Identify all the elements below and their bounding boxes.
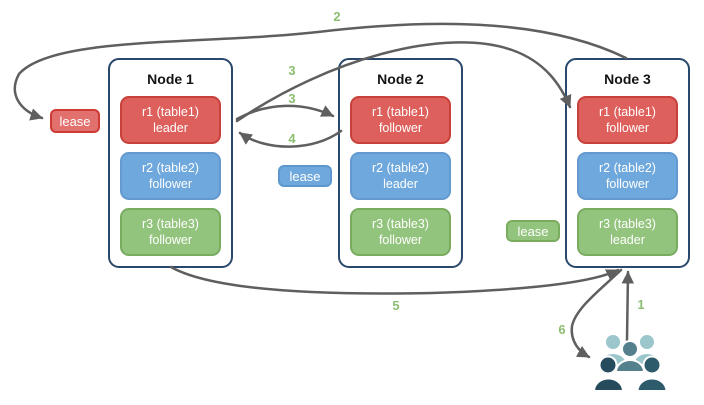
arrow-step5-node1-to-node3 (169, 265, 620, 295)
replica-name: r1 (table1) (372, 105, 429, 119)
node-2-title: Node 2 (377, 71, 424, 87)
replica-name: r2 (table2) (599, 161, 656, 175)
replica-name: r2 (table2) (372, 161, 429, 175)
replica-role: follower (148, 177, 193, 191)
node-2-replica-r1: r1 (table1) follower (350, 96, 451, 144)
user-bottom-right-icon (636, 355, 668, 392)
node-2: Node 2 r1 (table1) follower r2 (table2) … (338, 58, 463, 268)
node-3-replica-r2: r2 (table2) follower (577, 152, 678, 200)
replica-role: leader (610, 233, 645, 247)
user-bottom-left-icon (594, 355, 625, 392)
replica-name: r2 (table2) (142, 161, 199, 175)
step-label-4: 4 (288, 131, 296, 146)
step-label-6: 6 (558, 322, 566, 337)
node-3: Node 3 r1 (table1) follower r2 (table2) … (565, 58, 690, 268)
node-1-replica-r1: r1 (table1) leader (120, 96, 221, 144)
replica-name: r1 (table1) (599, 105, 656, 119)
node-3-replica-r3: r3 (table3) leader (577, 208, 678, 256)
node-2-replica-r3: r3 (table3) follower (350, 208, 451, 256)
node-1: Node 1 r1 (table1) leader r2 (table2) fo… (108, 58, 233, 268)
arrow-step2-node3-to-lease (13, 22, 628, 121)
step-label-3b: 3 (288, 91, 296, 106)
step-label-3a: 3 (288, 63, 296, 78)
node-1-replica-r2: r2 (table2) follower (120, 152, 221, 200)
node-1-replica-r3: r3 (table3) follower (120, 208, 221, 256)
replica-name: r1 (table1) (142, 105, 199, 119)
node-2-replica-r2: r2 (table2) leader (350, 152, 451, 200)
lease-badge-table2: lease (278, 165, 332, 187)
lease-badge-table1: lease (50, 109, 100, 133)
lease-badge-table3: lease (506, 220, 560, 242)
step-label-2: 2 (333, 9, 341, 24)
step-label-5: 5 (392, 298, 400, 313)
replica-role: follower (605, 121, 650, 135)
replica-role: follower (378, 233, 423, 247)
step-label-1: 1 (637, 297, 645, 312)
replica-role: follower (605, 177, 650, 191)
replica-role: leader (153, 121, 188, 135)
node-3-replica-r1: r1 (table1) follower (577, 96, 678, 144)
arrow-step3-leader-to-node2 (235, 104, 335, 121)
replica-name: r3 (table3) (599, 217, 656, 231)
replica-role: follower (148, 233, 193, 247)
node-3-title: Node 3 (604, 71, 651, 87)
replica-role: follower (378, 121, 423, 135)
arrow-step1-users-to-node3 (621, 270, 635, 342)
users-icon (594, 333, 668, 392)
replica-name: r3 (table3) (372, 217, 429, 231)
replica-name: r3 (table3) (142, 217, 199, 231)
replica-role: leader (383, 177, 418, 191)
node-1-title: Node 1 (147, 71, 194, 87)
